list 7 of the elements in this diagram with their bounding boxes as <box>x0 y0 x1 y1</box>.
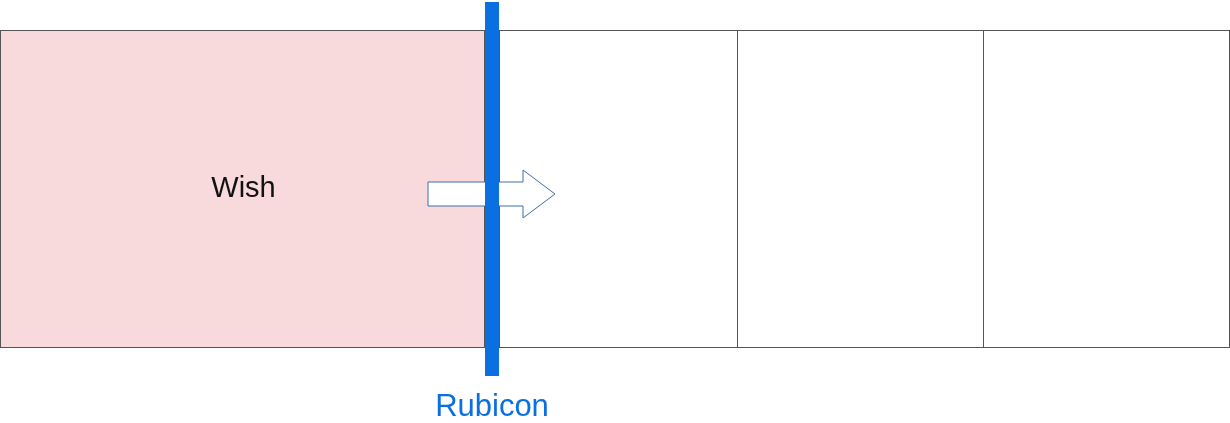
stage-box <box>499 30 738 348</box>
stage-label: Wish <box>211 171 276 204</box>
stage-box <box>0 30 485 348</box>
line-label: Rubicon <box>435 388 549 423</box>
stage-box <box>983 30 1230 348</box>
stage-box <box>737 30 984 348</box>
block-arrow <box>427 169 556 219</box>
